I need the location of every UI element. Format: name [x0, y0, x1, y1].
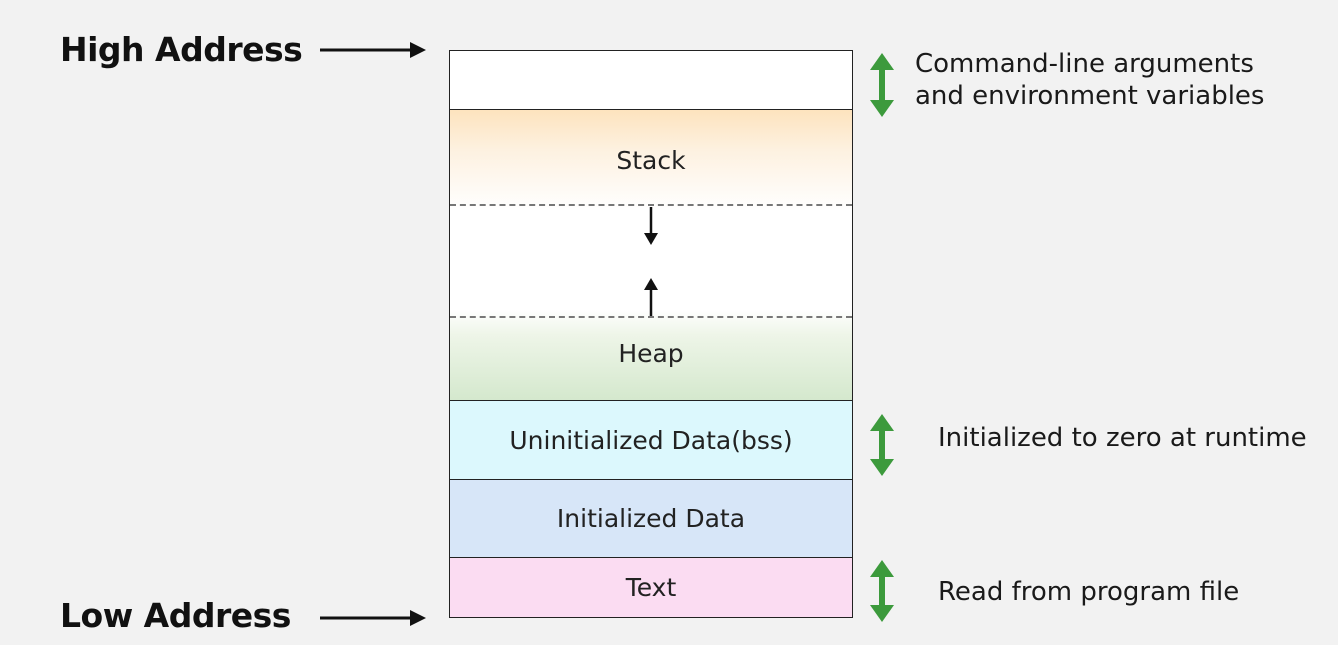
- args-double-arrow-icon: [870, 53, 894, 117]
- high-address-label: High Address: [60, 30, 303, 69]
- args-note-line-2: and environment variables: [915, 81, 1265, 111]
- stack-boundary-dashed-line: [450, 204, 852, 206]
- bss-note: Initialized to zero at runtime: [938, 423, 1307, 453]
- stack-segment-label: Stack: [616, 146, 686, 175]
- heap-grows-up-arrow-icon: [644, 278, 658, 316]
- heap-segment-label: Heap: [618, 339, 684, 368]
- args-note-line-1: Command-line arguments: [915, 49, 1254, 79]
- stack-grows-down-arrow-icon: [644, 207, 658, 245]
- bss-double-arrow-icon: [870, 414, 894, 476]
- bss-segment: Uninitialized Data(bss): [450, 401, 852, 480]
- initialized-data-segment: Initialized Data: [450, 480, 852, 558]
- text-double-arrow-icon: [870, 560, 894, 622]
- memory-layout-block: Stack Heap Uninitialized Data(bss) Initi…: [449, 50, 853, 618]
- stack-heap-region: Stack Heap: [450, 110, 852, 401]
- text-segment-label: Text: [625, 573, 677, 602]
- high-address-arrow-icon: [320, 42, 426, 58]
- low-address-arrow-icon: [320, 610, 426, 626]
- text-note: Read from program file: [938, 577, 1240, 607]
- command-line-args-segment: [450, 51, 852, 110]
- heap-boundary-dashed-line: [450, 316, 852, 318]
- text-segment: Text: [450, 558, 852, 617]
- initialized-data-segment-label: Initialized Data: [556, 504, 746, 533]
- low-address-label: Low Address: [60, 596, 291, 635]
- bss-segment-label: Uninitialized Data(bss): [509, 425, 793, 455]
